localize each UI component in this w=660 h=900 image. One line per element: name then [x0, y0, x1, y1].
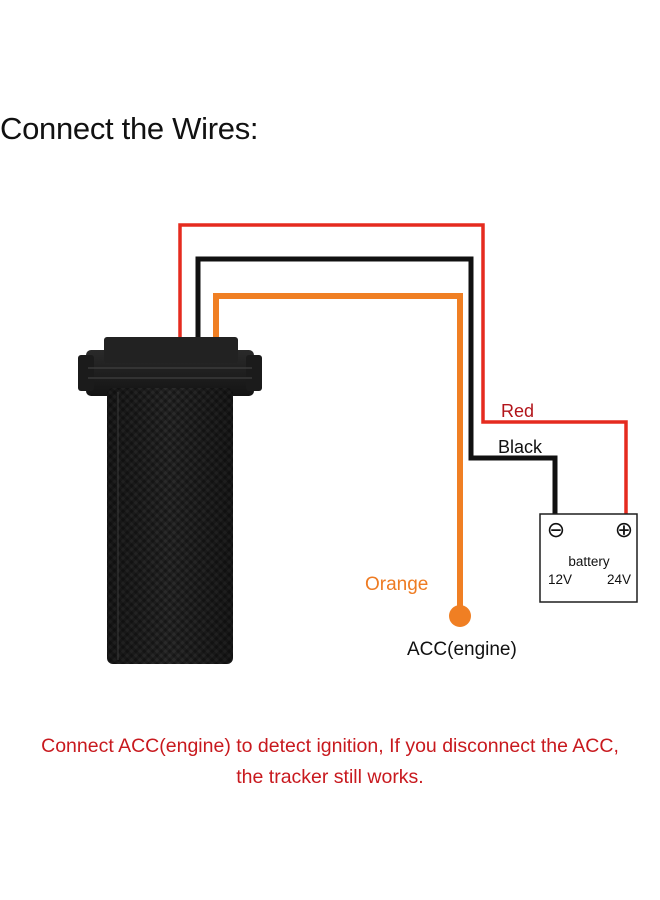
black-wire-label: Black — [498, 437, 543, 457]
battery-voltage-12v: 12V — [548, 572, 572, 587]
gps-tracker-device — [78, 337, 262, 664]
acc-terminal-dot — [449, 605, 471, 627]
battery-positive-icon: ⊕ — [615, 517, 633, 542]
red-wire-label: Red — [501, 401, 534, 421]
acc-engine-label: ACC(engine) — [407, 639, 517, 660]
page-heading: Connect the Wires: — [0, 111, 259, 146]
battery-box: ⊖ ⊕ battery 12V 24V — [539, 513, 638, 603]
orange-wire-label: Orange — [365, 574, 428, 595]
orange-wire — [213, 293, 463, 612]
black-wire — [195, 256, 558, 514]
battery-negative-icon: ⊖ — [547, 517, 565, 542]
battery-label: battery — [568, 554, 610, 569]
battery-voltage-24v: 24V — [607, 572, 631, 587]
acc-note-line-1: Connect ACC(engine) to detect ignition, … — [41, 735, 619, 757]
acc-note: Connect ACC(engine) to detect ignition, … — [0, 731, 660, 793]
red-wire — [178, 223, 628, 514]
acc-note-line-2: the tracker still works. — [236, 766, 424, 788]
